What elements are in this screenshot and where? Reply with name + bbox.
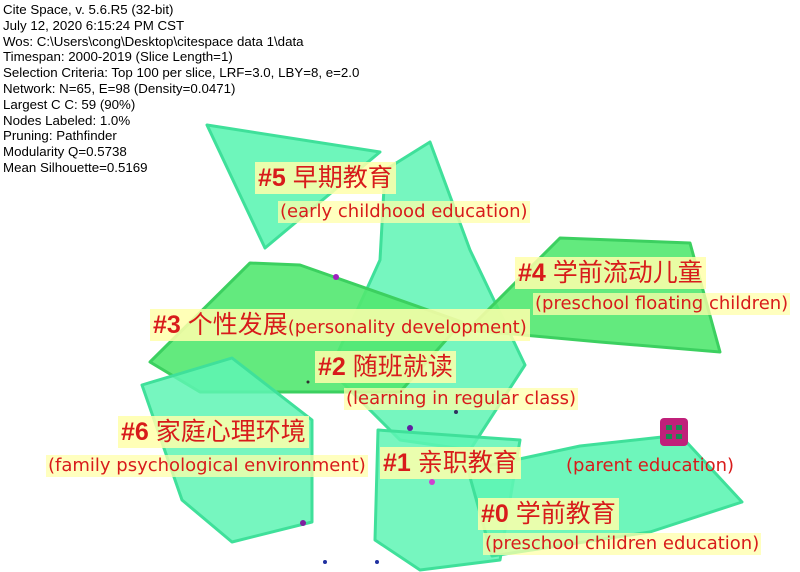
cluster-name-zh: 学前教育: [515, 499, 616, 528]
cluster-name-zh: 学前流动儿童: [552, 258, 703, 287]
cluster-id: #5: [258, 164, 286, 192]
node[interactable]: [306, 380, 310, 384]
node[interactable]: [300, 520, 306, 526]
node[interactable]: [429, 479, 435, 485]
cluster-6-area[interactable]: [140, 356, 314, 544]
highlighted-node[interactable]: [660, 418, 688, 446]
cluster-id: #6: [121, 418, 149, 446]
cluster-name-zh: 亲职教育: [417, 448, 518, 477]
cluster-3-translation: (personality development): [287, 317, 527, 338]
info-line: Nodes Labeled: 1.0%: [3, 112, 131, 128]
cluster-id: #4: [518, 259, 546, 287]
cluster-name-zh: 个性发展: [187, 310, 288, 339]
info-line: Selection Criteria: Top 100 per slice, L…: [3, 65, 360, 81]
node[interactable]: [375, 560, 379, 564]
cluster-0-label[interactable]: #0 学前教育: [478, 498, 619, 530]
cluster-5-label[interactable]: #5 早期教育: [255, 162, 396, 194]
cluster-0-translation: (preschool children education): [483, 533, 762, 555]
info-line: Pruning: Pathfinder: [3, 128, 117, 144]
network-summary: Cite Space, v. 5.6.R5 (32-bit) July 12, …: [3, 2, 359, 176]
cluster-3-label[interactable]: #3 个性发展(personality development): [150, 309, 530, 341]
cluster-6-translation: (family psychological environment): [46, 455, 368, 477]
cluster-1-translation: (parent education): [566, 455, 735, 476]
cluster-name-zh: 早期教育: [292, 163, 393, 192]
cluster-id: #3: [153, 311, 181, 339]
cluster-1-label[interactable]: #1 亲职教育: [380, 447, 521, 479]
cluster-4-label[interactable]: #4 学前流动儿童: [515, 257, 706, 289]
cluster-id: #0: [481, 500, 509, 528]
info-line: Wos: C:\Users\cong\Desktop\citespace dat…: [3, 33, 304, 49]
cluster-2-translation: (learning in regular class): [344, 388, 579, 410]
info-line: Cite Space, v. 5.6.R5 (32-bit): [3, 2, 174, 17]
node[interactable]: [407, 425, 413, 431]
cluster-2-label[interactable]: #2 随班就读: [315, 351, 456, 383]
cluster-4-translation: (preschool floating children): [533, 293, 791, 315]
info-line: Modularity Q=0.5738: [3, 144, 127, 160]
cluster-name-zh: 家庭心理环境: [155, 417, 306, 446]
info-line: Mean Silhouette=0.5169: [3, 159, 148, 175]
info-line: Largest C C: 59 (90%): [3, 96, 136, 112]
cluster-name-zh: 随班就读: [352, 352, 453, 381]
info-line: July 12, 2020 6:15:24 PM CST: [3, 17, 185, 33]
cluster-id: #2: [318, 353, 346, 381]
info-line: Network: N=65, E=98 (Density=0.0471): [3, 80, 236, 96]
node[interactable]: [333, 274, 339, 280]
node[interactable]: [454, 410, 458, 414]
network-nodes: [300, 274, 458, 564]
cluster-6-label[interactable]: #6 家庭心理环境: [118, 416, 309, 448]
node[interactable]: [323, 560, 327, 564]
cluster-5-translation: (early childhood education): [278, 201, 530, 223]
cluster-id: #1: [383, 449, 411, 477]
info-line: Timespan: 2000-2019 (Slice Length=1): [3, 49, 233, 65]
